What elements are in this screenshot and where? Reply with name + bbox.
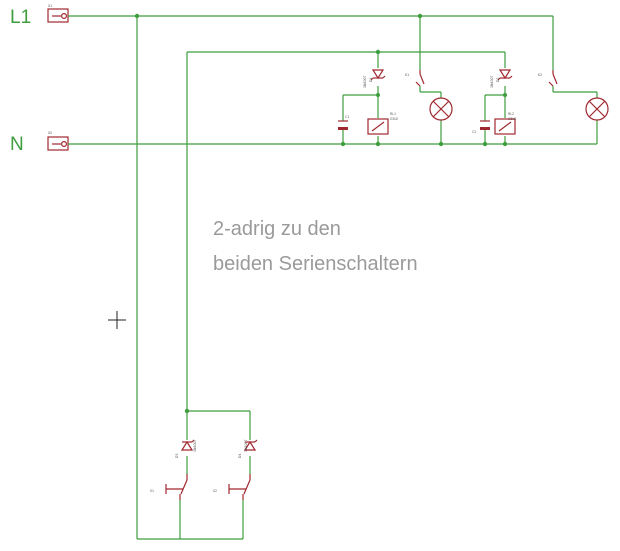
rl2-value: G5LE [508,117,516,121]
d3-value: 1N4007 [193,439,197,452]
rail-n-tag: X2 [48,131,52,135]
d2-value: 1N4007 [490,75,494,88]
pushbutton-s1[interactable] [165,474,188,500]
pushbutton-s2[interactable] [228,474,251,500]
switch-stage [179,411,251,539]
lamp-2[interactable] [585,97,609,121]
rail-l1-tag: X1 [48,4,52,8]
relay-coil-rl2[interactable] [494,118,516,135]
capacitor-c2[interactable] [480,120,490,130]
junction [134,13,140,19]
d4-value: 1N4007 [244,439,248,452]
diode-d2[interactable] [497,69,513,81]
rl1-value: G5LE [390,117,398,121]
rail-n-label: N [10,134,24,155]
rail-n-terminal[interactable] [47,136,69,151]
relay-stage-1 [342,16,442,144]
rl1-ref: RL1 [390,112,396,116]
rail-l1-label: L1 [10,7,31,28]
capacitor-c1[interactable] [338,120,348,130]
note-line-1: 2-adrig zu den [213,218,341,240]
d2-ref: D2 [496,78,500,82]
rl2-ref: RL2 [508,112,514,116]
diode-d1[interactable] [370,69,386,81]
s1-ref: S1 [150,489,154,493]
d4-ref: D4 [238,454,242,458]
relay-contact-k1[interactable] [415,70,425,87]
rail-l1-terminal[interactable] [47,8,69,23]
relay-contact-k2[interactable] [548,70,558,87]
c2-ref: C2 [472,130,476,134]
diode-d3[interactable] [180,439,195,451]
note-line-2: beiden Serienschaltern [213,253,418,275]
relay-coil-rl1[interactable] [367,118,389,135]
c1-ref: C1 [345,115,349,119]
d1-ref: D1 [369,78,373,82]
k2-ref: K2 [538,73,542,77]
d1-value: 1N4007 [363,75,367,88]
relay-stage-2 [484,16,598,144]
diode-d4[interactable] [243,439,258,451]
s2-ref: S2 [213,489,217,493]
d3-ref: D3 [175,454,179,458]
lamp-1[interactable] [429,97,453,121]
crosshair-cursor-icon [108,311,126,329]
k1-ref: K1 [405,73,409,77]
